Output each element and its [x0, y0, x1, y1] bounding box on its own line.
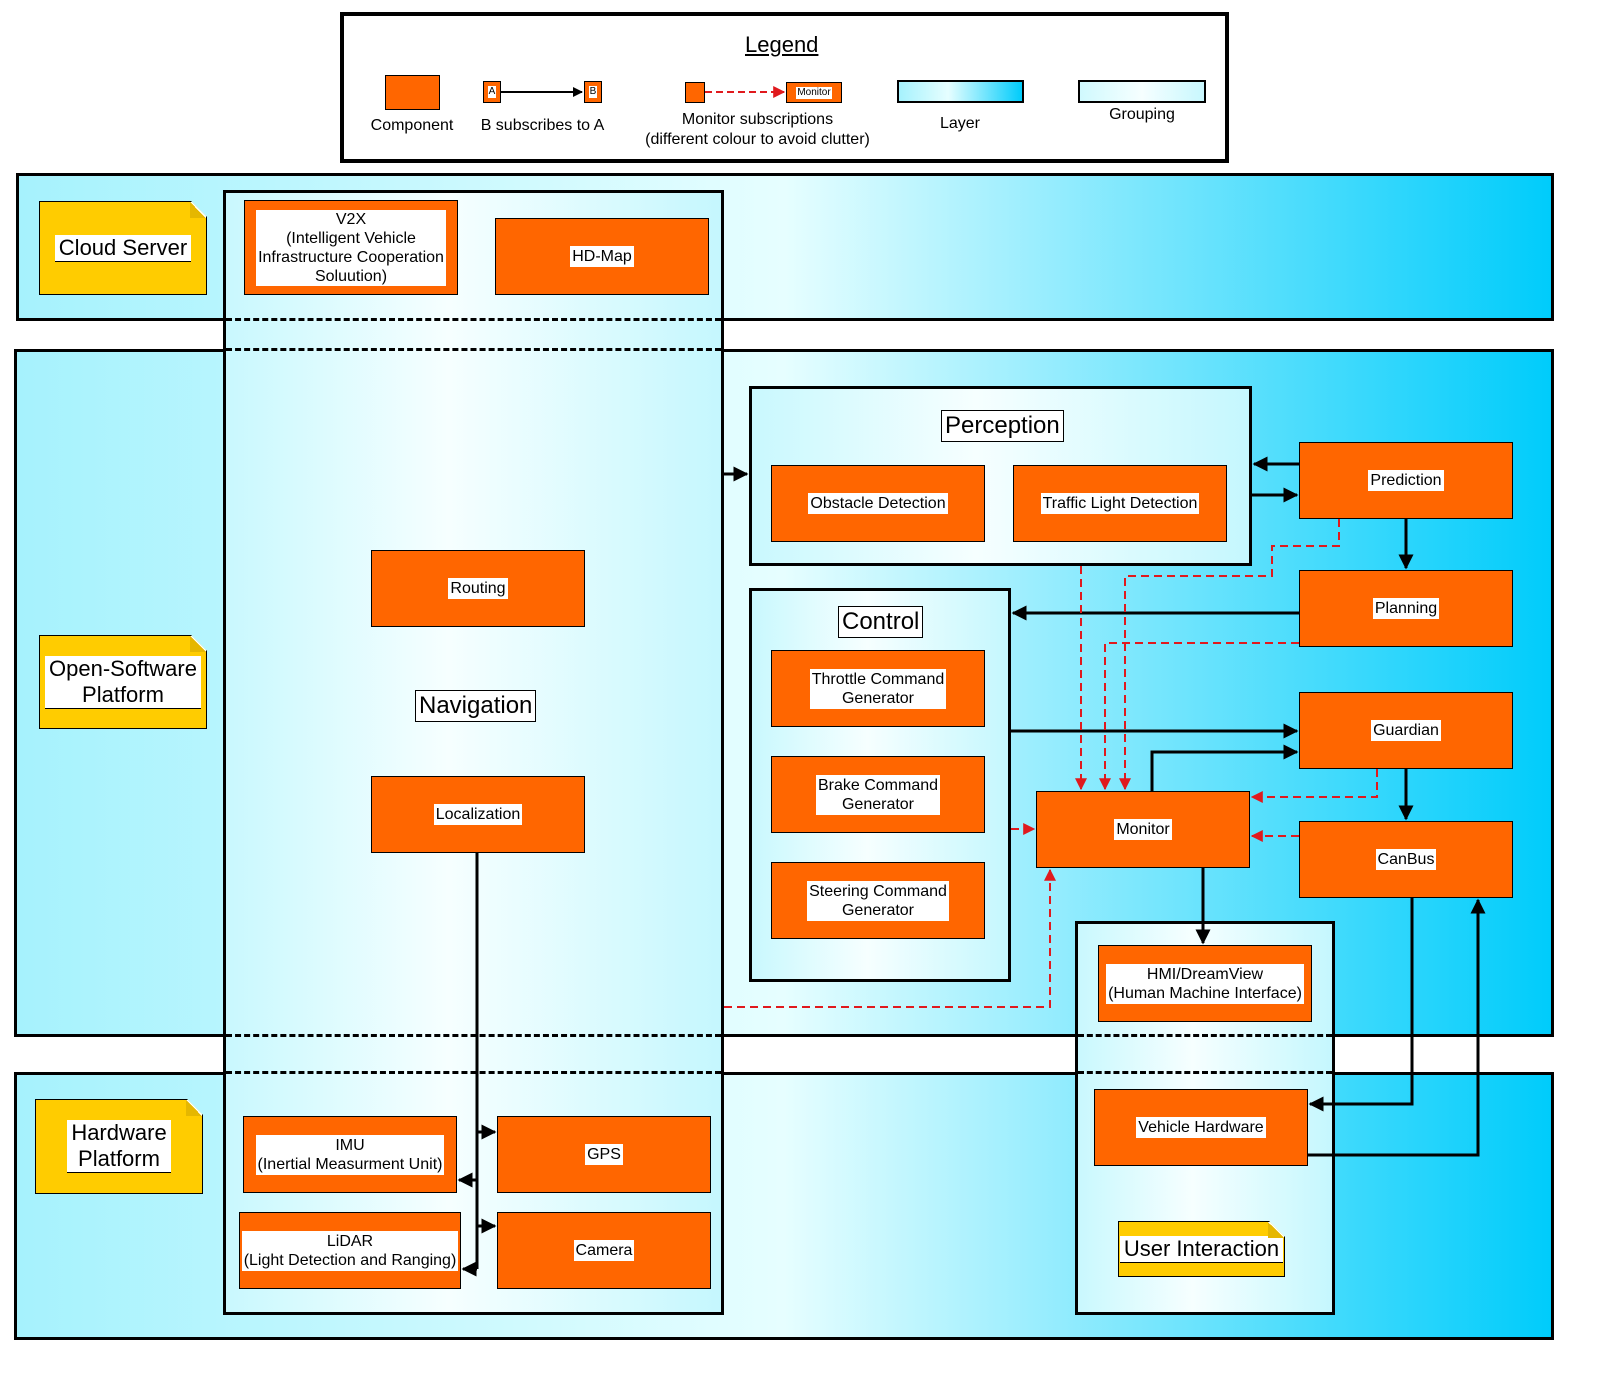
- legend-component-label: Component: [370, 117, 454, 134]
- legend-layer-swatch: [897, 80, 1024, 103]
- note-cloud-server: Cloud Server: [39, 201, 207, 295]
- legend-monitor-box-label: Monitor: [796, 86, 832, 99]
- component-prediction[interactable]: Prediction: [1299, 442, 1513, 519]
- note-cloud-server-label: Cloud Server: [55, 235, 191, 262]
- note-open-software-label: Open-Software Platform: [45, 656, 201, 709]
- note-user-interaction-label: User Interaction: [1120, 1236, 1283, 1263]
- component-camera-label: Camera: [573, 1240, 635, 1261]
- component-throttle-label: Throttle Command Generator: [809, 668, 947, 709]
- component-hmi-dreamview[interactable]: HMI/DreamView (Human Machine Interface): [1098, 945, 1312, 1022]
- component-monitor[interactable]: Monitor: [1036, 791, 1250, 868]
- component-steering-command-generator[interactable]: Steering Command Generator: [771, 862, 985, 939]
- component-localization-label: Localization: [433, 804, 523, 825]
- legend-component-swatch: [385, 75, 440, 110]
- component-hd-map[interactable]: HD-Map: [495, 218, 709, 295]
- legend-monitor-label: Monitor subscriptions (different colour …: [645, 111, 870, 148]
- component-steering-label: Steering Command Generator: [807, 880, 949, 921]
- nav-dash-1: [226, 318, 721, 321]
- component-hd-map-label: HD-Map: [570, 246, 634, 267]
- legend-monitor-box: Monitor: [786, 82, 842, 103]
- component-obstacle-detection-label: Obstacle Detection: [808, 493, 948, 514]
- nav-dash-2: [226, 348, 721, 351]
- legend-layer-label: Layer: [939, 115, 981, 132]
- component-canbus-label: CanBus: [1375, 849, 1437, 870]
- component-brake-label: Brake Command Generator: [815, 774, 941, 815]
- legend-title: Legend: [745, 32, 819, 57]
- component-vehicle-hardware-label: Vehicle Hardware: [1136, 1117, 1266, 1138]
- group-perception-title: Perception: [941, 410, 1064, 442]
- component-imu-label: IMU (Inertial Measurment Unit): [255, 1134, 445, 1175]
- nav-dash-3: [226, 1034, 721, 1037]
- component-lidar-label: LiDAR (Light Detection and Ranging): [241, 1230, 459, 1271]
- component-planning[interactable]: Planning: [1299, 570, 1513, 647]
- note-hardware: Hardware Platform: [35, 1099, 203, 1194]
- legend-grouping-label: Grouping: [1109, 106, 1175, 123]
- group-control-title: Control: [838, 606, 924, 638]
- component-camera[interactable]: Camera: [497, 1212, 711, 1289]
- note-open-software: Open-Software Platform: [39, 635, 207, 729]
- component-monitor-label: Monitor: [1114, 819, 1172, 840]
- component-gps-label: GPS: [585, 1144, 623, 1165]
- component-routing-label: Routing: [448, 578, 508, 599]
- legend-sub-b-label: B: [588, 86, 598, 98]
- ui-dash-2: [1078, 1071, 1332, 1074]
- component-v2x-label: V2X (Intelligent Vehicle Infrastructure …: [256, 209, 446, 286]
- component-imu[interactable]: IMU (Inertial Measurment Unit): [243, 1116, 457, 1193]
- legend-sub-a-label: A: [487, 86, 497, 98]
- nav-dash-4: [226, 1071, 721, 1074]
- component-hmi-label: HMI/DreamView (Human Machine Interface): [1106, 963, 1304, 1004]
- legend-monitor-swatch: [685, 82, 705, 103]
- legend-subscribe-label: B subscribes to A: [480, 117, 605, 134]
- component-canbus[interactable]: CanBus: [1299, 821, 1513, 898]
- component-brake-command-generator[interactable]: Brake Command Generator: [771, 756, 985, 833]
- component-obstacle-detection[interactable]: Obstacle Detection: [771, 465, 985, 542]
- component-vehicle-hardware[interactable]: Vehicle Hardware: [1094, 1089, 1308, 1166]
- note-user-interaction: User Interaction: [1118, 1221, 1285, 1277]
- group-navigation-title: Navigation: [415, 690, 537, 722]
- component-gps[interactable]: GPS: [497, 1116, 711, 1193]
- component-throttle-command-generator[interactable]: Throttle Command Generator: [771, 650, 985, 727]
- component-guardian-label: Guardian: [1371, 720, 1441, 741]
- component-routing[interactable]: Routing: [371, 550, 585, 627]
- component-v2x[interactable]: V2X (Intelligent Vehicle Infrastructure …: [244, 200, 458, 295]
- ui-dash-1: [1078, 1034, 1332, 1037]
- legend-sub-a: A: [483, 81, 501, 103]
- legend-grouping-swatch: [1078, 80, 1206, 103]
- component-planning-label: Planning: [1372, 598, 1440, 619]
- component-prediction-label: Prediction: [1368, 470, 1444, 491]
- component-traffic-light-detection[interactable]: Traffic Light Detection: [1013, 465, 1227, 542]
- note-hardware-label: Hardware Platform: [67, 1120, 170, 1173]
- component-traffic-light-detection-label: Traffic Light Detection: [1040, 493, 1200, 514]
- component-guardian[interactable]: Guardian: [1299, 692, 1513, 769]
- component-lidar[interactable]: LiDAR (Light Detection and Ranging): [239, 1212, 461, 1289]
- component-localization[interactable]: Localization: [371, 776, 585, 853]
- legend-sub-b: B: [584, 81, 602, 103]
